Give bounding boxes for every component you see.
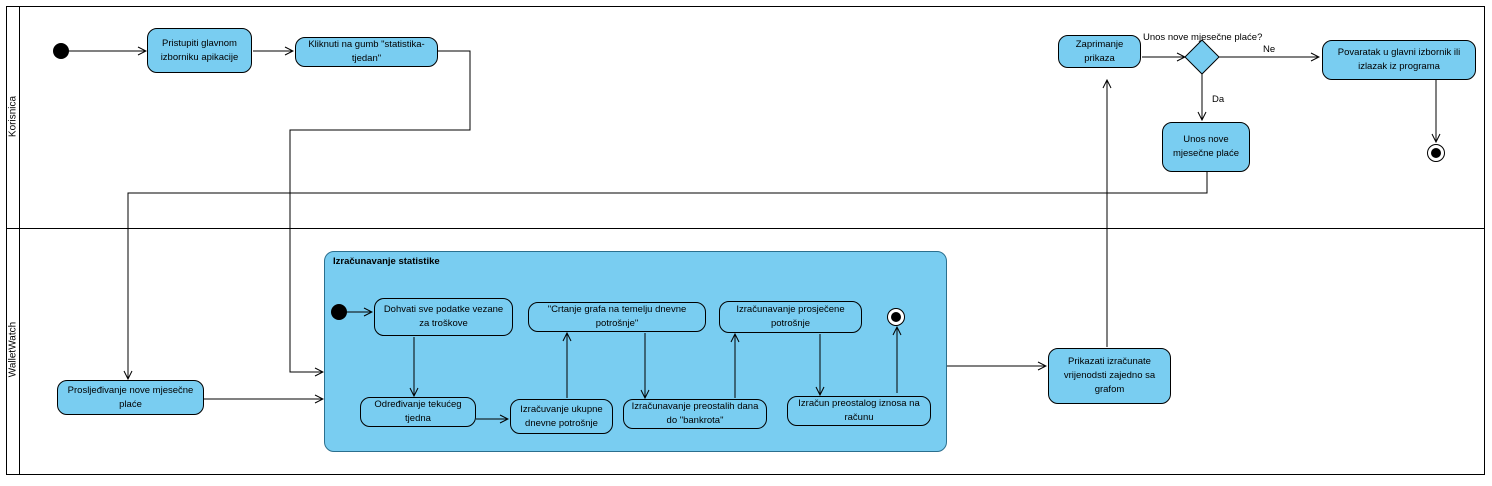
decision-label: Unos nove mjesečne plaće? — [1143, 32, 1263, 43]
final-node — [1427, 144, 1445, 162]
action-povratak: Povaratak u glavni izbornik ili izlazak … — [1322, 40, 1476, 80]
action-prosljedivanje: Prosljeđivanje nove mjesečne plaće — [57, 380, 204, 415]
edge-kliknuti-to-region — [289, 50, 471, 372]
action-kliknuti: Kliknuti na gumb "statistika-tjedan" — [295, 37, 438, 67]
guard-yes: Da — [1212, 94, 1225, 105]
action-zaprimanje: Zaprimanje prikaza — [1058, 35, 1141, 68]
guard-no: Ne — [1263, 44, 1276, 55]
action-crtanje: "Crtanje grafa na temelju dnevne potrošn… — [528, 302, 706, 332]
action-ukupne: Izračuvanje ukupne dnevne potrošnje — [510, 399, 613, 434]
edge-unos-to-prosljedivanje — [128, 172, 1208, 379]
action-pristupiti: Pristupiti glavnom izborniku apikacije — [147, 28, 252, 73]
action-odredivanje: Određivanje tekućeg tjedna — [360, 397, 476, 427]
action-unos: Unos nove mjesečne plaće — [1162, 122, 1250, 172]
action-prosjecne: Izračunavanje prosječene potrošnje — [719, 301, 862, 333]
action-preostalih: Izračunavanje preostalih dana do "bankro… — [623, 399, 767, 429]
action-prikazati: Prikazati izračunate vrijenodsti zajedno… — [1048, 348, 1171, 404]
swimlane-frame — [6, 6, 1485, 475]
region-final-node — [887, 308, 905, 326]
region-title: Izračunavanje statistike — [333, 256, 440, 267]
action-dohvati: Dohvati sve podatke vezane za troškove — [374, 298, 513, 336]
action-racun: Izračun preostalog iznosa na računu — [787, 396, 931, 426]
region-initial-node — [331, 304, 347, 320]
decision-diamond — [1184, 39, 1220, 75]
initial-node — [53, 43, 69, 59]
